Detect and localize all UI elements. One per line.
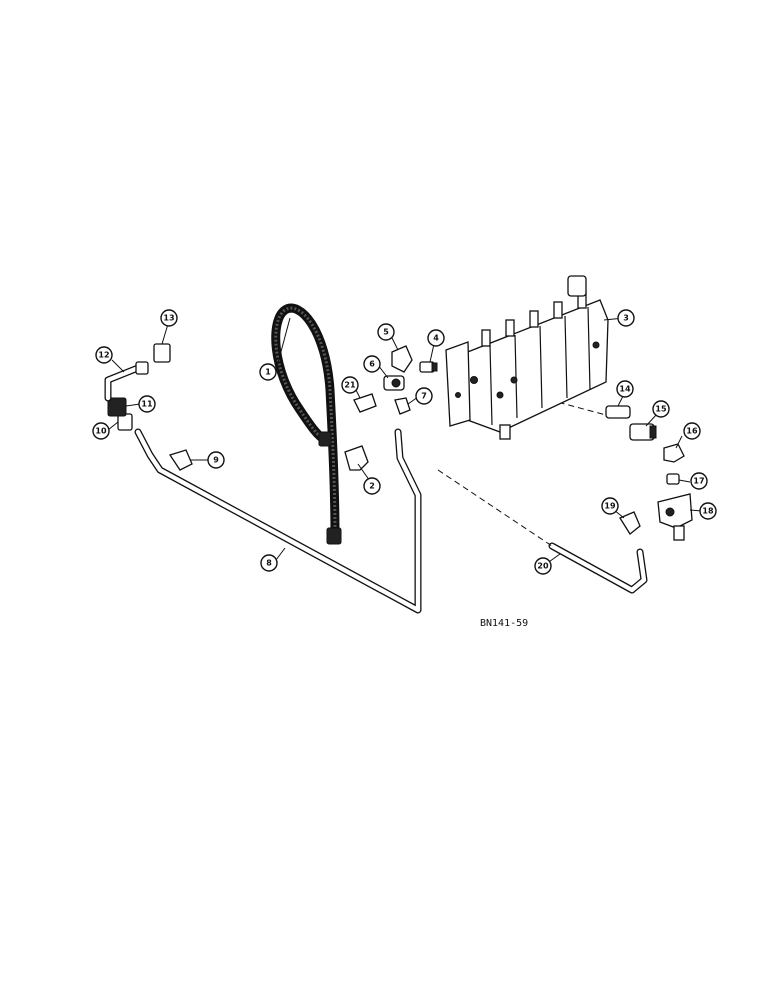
svg-text:7: 7 bbox=[421, 392, 427, 401]
svg-text:4: 4 bbox=[433, 334, 439, 343]
callout-11: 11 bbox=[138, 395, 156, 413]
elbow-part-5 bbox=[391, 345, 413, 373]
elbow-part-21 bbox=[353, 393, 377, 413]
svg-text:10: 10 bbox=[95, 427, 107, 436]
callout-7: 7 bbox=[415, 387, 433, 405]
callout-15: 15 bbox=[652, 400, 670, 418]
elbow-part-9 bbox=[168, 449, 193, 471]
callout-14: 14 bbox=[616, 380, 634, 398]
alignment-line-tube bbox=[437, 469, 553, 547]
callout-3: 3 bbox=[617, 309, 635, 327]
elbow-part-16 bbox=[663, 443, 685, 463]
connector-part-14 bbox=[605, 405, 631, 419]
svg-text:20: 20 bbox=[537, 562, 549, 571]
callout-4: 4 bbox=[427, 329, 445, 347]
svg-text:16: 16 bbox=[686, 427, 698, 436]
svg-text:14: 14 bbox=[619, 385, 631, 394]
fitting-part-15 bbox=[629, 423, 657, 441]
svg-text:2: 2 bbox=[369, 482, 375, 491]
svg-text:13: 13 bbox=[163, 314, 174, 323]
control-valve-part-3 bbox=[445, 275, 609, 440]
plug-part-17 bbox=[666, 473, 680, 485]
pipe-part-12 bbox=[104, 361, 149, 402]
callout-20: 20 bbox=[534, 557, 552, 575]
callout-9: 9 bbox=[207, 451, 225, 469]
callout-17: 17 bbox=[690, 472, 708, 490]
reference-code: BN141-59 bbox=[480, 618, 528, 629]
svg-text:1: 1 bbox=[265, 368, 271, 377]
svg-text:19: 19 bbox=[604, 502, 616, 511]
svg-text:11: 11 bbox=[141, 400, 153, 409]
callout-5: 5 bbox=[377, 323, 395, 341]
svg-text:6: 6 bbox=[369, 360, 375, 369]
svg-text:21: 21 bbox=[344, 381, 356, 390]
callout-6: 6 bbox=[363, 355, 381, 373]
svg-text:8: 8 bbox=[266, 559, 272, 568]
callout-10: 10 bbox=[92, 422, 110, 440]
tee-part-18 bbox=[657, 493, 693, 541]
svg-text:9: 9 bbox=[213, 456, 219, 465]
callout-21: 21 bbox=[341, 376, 359, 394]
tube-part-20 bbox=[548, 542, 648, 594]
callout-8: 8 bbox=[260, 554, 278, 572]
svg-text:3: 3 bbox=[623, 314, 629, 323]
callout-19: 19 bbox=[601, 497, 619, 515]
callout-18: 18 bbox=[699, 502, 717, 520]
elbow-part-2 bbox=[344, 445, 369, 471]
tube-part-8 bbox=[134, 428, 422, 614]
connector-part-11 bbox=[107, 397, 127, 417]
svg-text:15: 15 bbox=[655, 405, 667, 414]
callout-2: 2 bbox=[363, 477, 381, 495]
nut-part-7 bbox=[394, 397, 411, 415]
callout-16: 16 bbox=[683, 422, 701, 440]
callout-1: 1 bbox=[259, 363, 277, 381]
callout-12: 12 bbox=[95, 346, 113, 364]
svg-text:12: 12 bbox=[98, 351, 109, 360]
hose-part-1 bbox=[271, 303, 342, 545]
svg-text:17: 17 bbox=[693, 477, 704, 486]
fitting-part-4 bbox=[419, 361, 438, 373]
callout-13: 13 bbox=[160, 309, 178, 327]
svg-text:18: 18 bbox=[702, 507, 714, 516]
elbow-part-19 bbox=[619, 511, 641, 535]
adapter-part-13 bbox=[153, 343, 171, 363]
tee-part-6 bbox=[383, 375, 405, 391]
svg-text:5: 5 bbox=[383, 328, 389, 337]
